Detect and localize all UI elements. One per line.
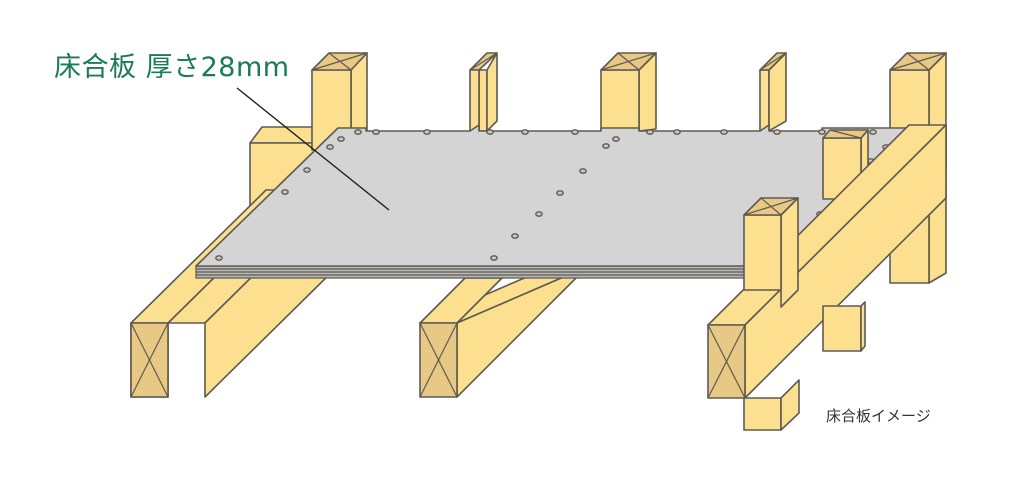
lower-post-front (743, 379, 800, 431)
plywood-nails (215, 129, 890, 261)
back-post-middle (600, 52, 657, 132)
back-stud-4 (759, 52, 787, 132)
plywood-thickness-label: 床合板 厚さ28mm (54, 52, 290, 83)
lower-post-back (822, 301, 866, 352)
joist-middle (419, 275, 577, 398)
illustration-caption: 床合板イメージ (826, 407, 931, 425)
post-on-plywood-front (743, 197, 799, 308)
leader-line (236, 87, 390, 211)
back-stud-2 (469, 52, 498, 132)
